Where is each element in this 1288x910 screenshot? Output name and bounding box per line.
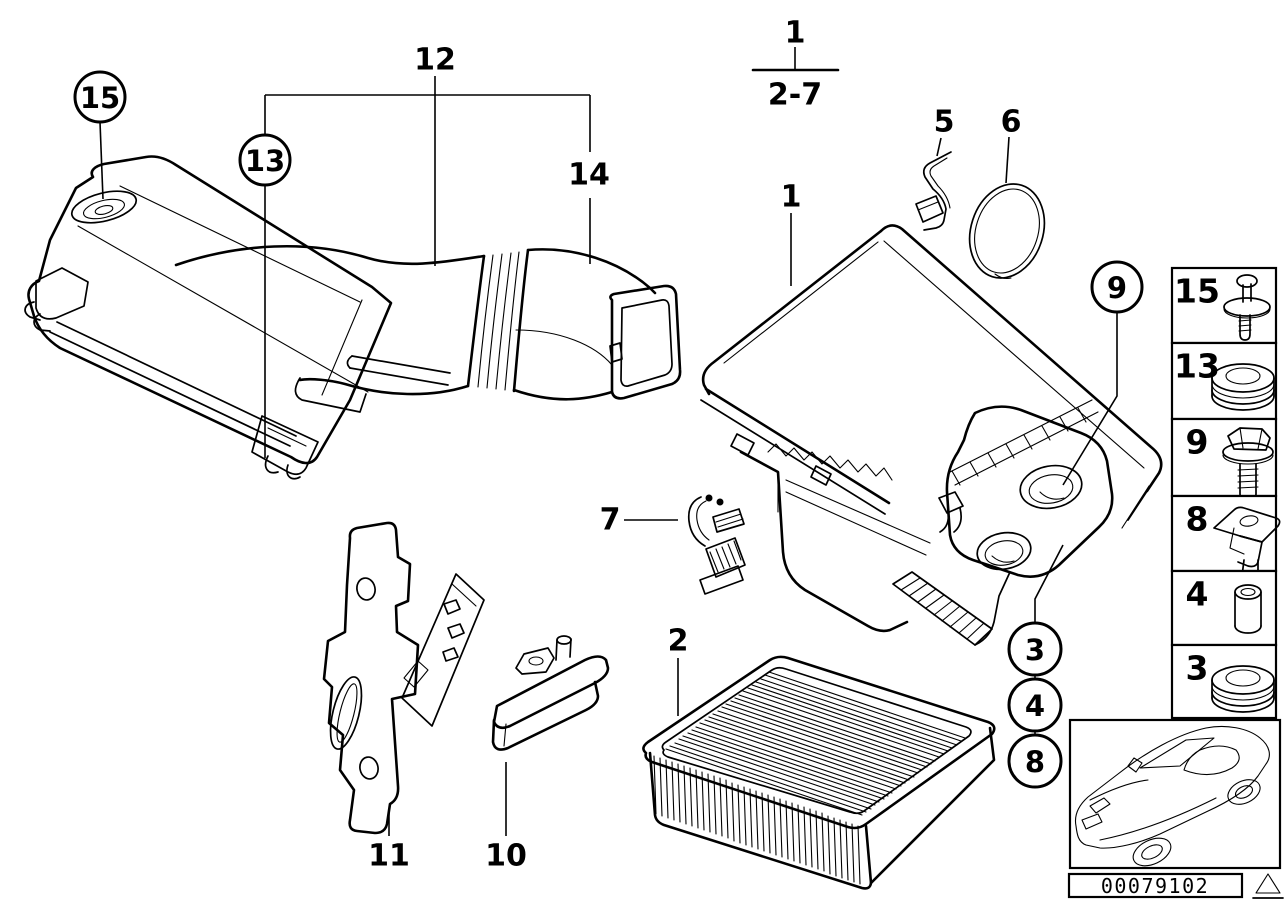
- o-ring-part: [968, 183, 1046, 280]
- legend-number: 3: [1186, 649, 1209, 688]
- legend-panel: 15 13 9: [1170, 266, 1281, 720]
- callout-12[interactable]: 12: [265, 43, 590, 267]
- clamp-part: [687, 494, 746, 595]
- svg-text:13: 13: [245, 144, 285, 178]
- legend-cell: [1170, 494, 1278, 573]
- callout-2[interactable]: 2: [668, 624, 689, 717]
- legend-row-4: 4: [1170, 569, 1278, 647]
- clamp-knob: [716, 498, 724, 506]
- callout-14[interactable]: 14: [568, 95, 610, 264]
- callout-11[interactable]: 11: [368, 812, 410, 874]
- vehicle-box: [1068, 718, 1282, 870]
- svg-text:9: 9: [1107, 271, 1127, 305]
- legend-row-15: 15: [1170, 266, 1278, 345]
- svg-text:6: 6: [1001, 105, 1022, 140]
- svg-text:5: 5: [934, 105, 955, 140]
- drawing-number: 00079102: [1101, 874, 1209, 898]
- callout-3[interactable]: 3: [1007, 544, 1064, 677]
- callout-9[interactable]: 9: [1062, 260, 1144, 486]
- svg-text:10: 10: [485, 839, 527, 874]
- sound-absorber-cover: [24, 155, 393, 480]
- legend-number: 13: [1174, 347, 1220, 386]
- legend-row-9: 9: [1170, 417, 1278, 501]
- svg-text:12: 12: [414, 43, 456, 78]
- assembly-denominator[interactable]: 2-7: [768, 78, 822, 113]
- support-bracket: [322, 521, 485, 835]
- svg-text:7: 7: [600, 503, 621, 538]
- callout-6[interactable]: 6: [1001, 105, 1022, 184]
- svg-text:11: 11: [368, 839, 410, 874]
- warning-triangle-icon: [1252, 873, 1284, 899]
- legend-row-3: 3: [1170, 643, 1278, 720]
- legend-cell: [1170, 569, 1278, 647]
- svg-text:2: 2: [668, 624, 689, 659]
- legend-row-8: 8: [1170, 494, 1281, 579]
- svg-text:4: 4: [1025, 689, 1045, 723]
- legend-number: 4: [1186, 575, 1209, 614]
- svg-text:15: 15: [80, 81, 120, 115]
- legend-number: 8: [1186, 500, 1209, 539]
- legend-number: 15: [1174, 272, 1220, 311]
- filter-element: [642, 655, 996, 890]
- expanding-rivet-icon: [1223, 274, 1271, 341]
- callout-15[interactable]: 15: [73, 70, 127, 200]
- callout-7[interactable]: 7: [600, 503, 678, 538]
- spacer-sleeve-icon: [1234, 584, 1262, 634]
- svg-text:1: 1: [781, 180, 802, 215]
- hose-clip-part: [915, 151, 952, 231]
- vehicle-thumbnail: [1068, 718, 1282, 870]
- rubber-grommet-icon: [1211, 665, 1275, 713]
- car-silhouette-icon: [1074, 725, 1270, 867]
- intake-duct: [174, 245, 682, 413]
- callout-8[interactable]: 8: [1007, 731, 1063, 789]
- callout-fraction[interactable]: 1 2-7: [751, 16, 840, 113]
- callout-5[interactable]: 5: [934, 105, 955, 157]
- callout-4[interactable]: 4: [1007, 675, 1063, 733]
- callout-13[interactable]: 13: [238, 95, 292, 458]
- air-cleaner-cover: [700, 224, 1163, 529]
- air-cleaner-housing: [730, 399, 1114, 646]
- callout-bubble: [1007, 733, 1063, 789]
- drawing-number-plate: 00079102: [1067, 872, 1244, 899]
- legend-number: 9: [1186, 423, 1209, 462]
- svg-text:8: 8: [1025, 745, 1045, 779]
- callout-10[interactable]: 10: [485, 762, 527, 874]
- rubber-grommet-icon: [1211, 363, 1275, 411]
- svg-text:3: 3: [1025, 633, 1045, 667]
- callout-1[interactable]: 1: [781, 180, 802, 287]
- assembly-numerator[interactable]: 1: [785, 16, 806, 51]
- clamp-knob: [705, 494, 713, 502]
- rubber-buffer: [491, 635, 610, 751]
- svg-text:14: 14: [568, 158, 610, 193]
- plate-box: [1067, 872, 1244, 899]
- legend-row-13: 13: [1170, 341, 1278, 421]
